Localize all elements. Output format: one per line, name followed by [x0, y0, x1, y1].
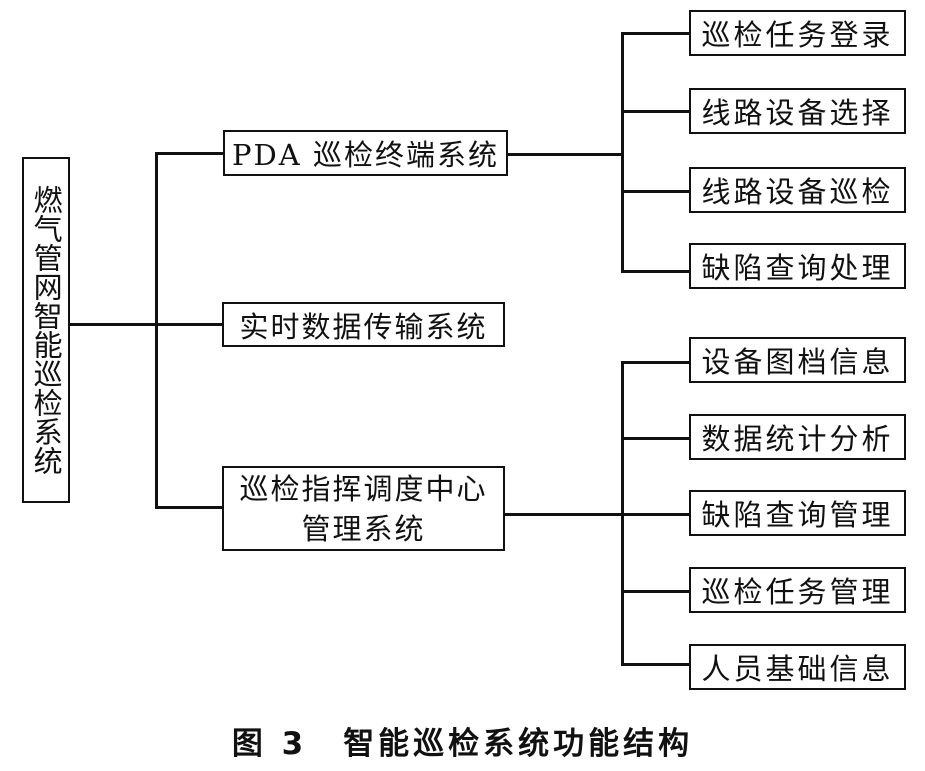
connector-dispatch-right	[505, 513, 624, 516]
branch-dispatch-5	[621, 663, 690, 666]
leaf-label: 人员基础信息	[701, 652, 894, 686]
connector-transmission	[155, 323, 224, 326]
leaf-data-statistics: 数据统计分析	[689, 414, 906, 460]
branch-pda-3	[621, 190, 690, 193]
figure-title: 智能巡检系统功能结构	[343, 726, 694, 762]
leaf-label: 巡检任务管理	[701, 575, 894, 609]
leaf-line-equipment-select: 线路设备选择	[689, 88, 906, 134]
branch-dispatch-4	[621, 590, 690, 593]
branch-dispatch-3	[621, 513, 690, 516]
leaf-label: 数据统计分析	[701, 422, 894, 456]
branch-pda-1	[621, 32, 690, 35]
connector-pda-right	[508, 153, 624, 156]
leaf-label: 线路设备巡检	[701, 175, 894, 209]
subsystem-dispatch-label-line2: 管理系统	[301, 511, 426, 546]
branch-dispatch-1	[621, 361, 690, 364]
leaf-line-equipment-inspect: 线路设备巡检	[689, 167, 906, 213]
subsystem-realtime-transmission: 实时数据传输系统	[222, 302, 505, 347]
leaf-label: 线路设备选择	[701, 96, 894, 130]
connector-pda	[155, 152, 224, 155]
branch-dispatch-2	[621, 437, 690, 440]
connector-root	[70, 323, 158, 326]
subsystem-pda-label: PDA 巡检终端系统	[232, 138, 499, 172]
leaf-label: 缺陷查询处理	[701, 251, 894, 285]
subsystem-dispatch-center: 巡检指挥调度中心 管理系统	[222, 466, 505, 551]
spine-pda	[621, 32, 624, 273]
leaf-task-login: 巡检任务登录	[689, 10, 906, 56]
leaf-task-manage: 巡检任务管理	[689, 567, 906, 613]
subsystem-transmission-label: 实时数据传输系统	[239, 309, 488, 344]
leaf-label: 巡检任务登录	[701, 18, 894, 52]
leaf-equipment-drawings: 设备图档信息	[689, 337, 906, 383]
spine-main	[155, 153, 158, 508]
figure-caption: 图 3 智能巡检系统功能结构	[0, 718, 925, 763]
leaf-personnel-info: 人员基础信息	[689, 644, 906, 690]
subsystem-pda-terminal: PDA 巡检终端系统	[223, 130, 508, 176]
branch-pda-2	[621, 110, 690, 113]
leaf-label: 缺陷查询管理	[701, 498, 894, 532]
leaf-defect-query-handle: 缺陷查询处理	[689, 243, 906, 289]
branch-pda-4	[621, 270, 690, 273]
figure-number: 图 3	[231, 726, 308, 762]
leaf-label: 设备图档信息	[701, 345, 894, 379]
root-label: 燃气管网智能巡检系统	[29, 185, 64, 475]
root-node: 燃气管网智能巡检系统	[22, 157, 70, 503]
leaf-defect-query-manage: 缺陷查询管理	[689, 490, 906, 536]
connector-dispatch	[155, 506, 224, 509]
subsystem-dispatch-label-line1: 巡检指挥调度中心	[239, 471, 488, 506]
